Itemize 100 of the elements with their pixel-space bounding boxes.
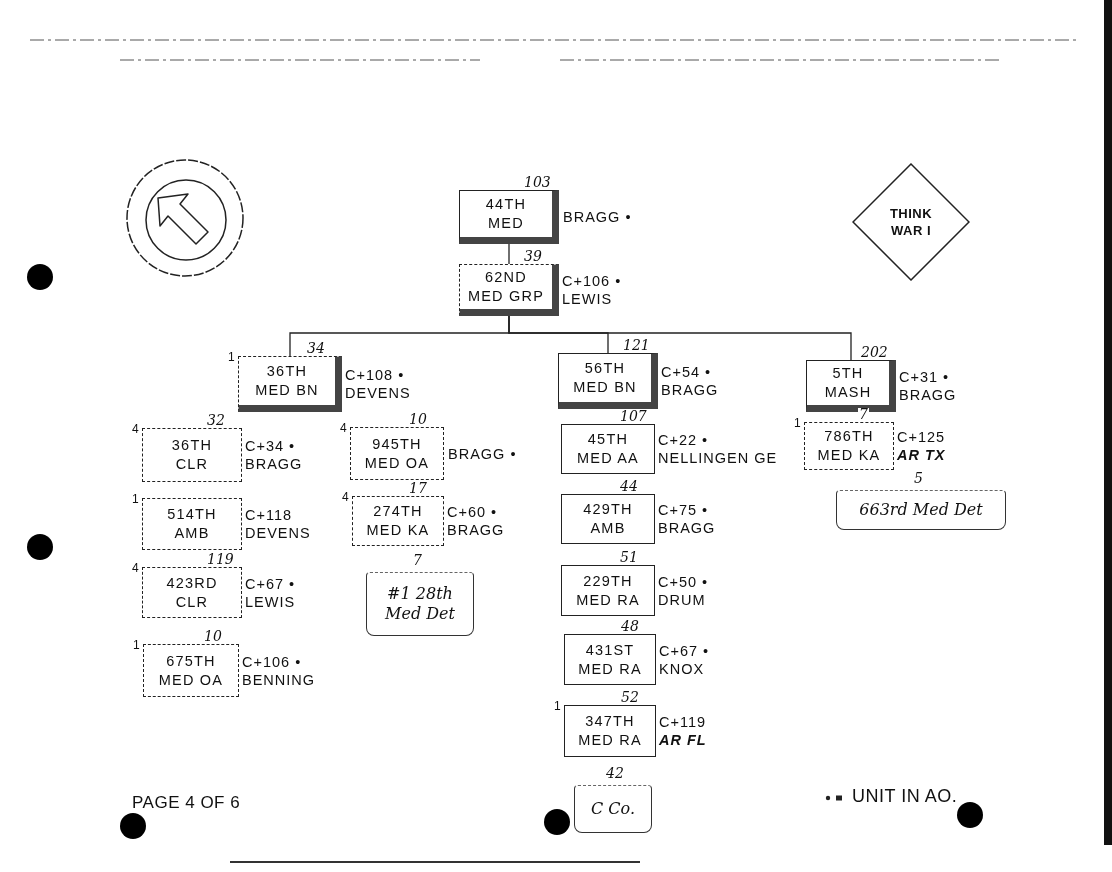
unit-box [352, 496, 444, 546]
unit-box [142, 428, 242, 482]
handwritten-number: 103 [523, 176, 552, 189]
prefix-number: 4 [342, 489, 349, 506]
unit-name: 429TH AMB [582, 500, 634, 538]
unit-name: 45TH MED AA [576, 430, 640, 468]
unit-location: LEWIS [245, 592, 296, 611]
unit-location: C+108 • [345, 366, 405, 384]
unit-location: AR TX [897, 446, 946, 464]
unit-name: THINK WAR I [888, 205, 934, 239]
handwritten-number: 42 [605, 767, 625, 780]
unit-location: C+22 • [658, 431, 709, 449]
unit-location: LEWIS [562, 290, 613, 308]
handwritten-number: 39 [523, 250, 543, 263]
handwritten-note-box [366, 572, 474, 636]
unit-location: DRUM [658, 590, 706, 609]
unit-location: C+125 [897, 428, 946, 446]
unit-name: 36TH CLR [170, 436, 214, 474]
unit-location: BRAGG [245, 455, 303, 473]
prefix-number: 4 [132, 421, 139, 438]
unit-box [238, 356, 342, 412]
unit-name: 514TH AMB [166, 505, 218, 543]
prefix-number: 4 [340, 420, 347, 437]
unit-location: C+118 [245, 506, 293, 524]
decision-diamond [852, 163, 970, 281]
unit-box [142, 498, 242, 550]
unit-location: BRAGG [661, 381, 719, 399]
unit-location: BRAGG • [448, 444, 517, 463]
unit-box [564, 705, 656, 757]
handwritten-number: 202 [860, 346, 889, 359]
unit-location: C+75 • [658, 501, 709, 519]
unit-box [459, 264, 559, 316]
unit-location: C+34 • [245, 437, 296, 455]
prefix-number: 1 [133, 637, 140, 654]
unit-box [561, 494, 655, 544]
unit-name: 36TH MED BN [254, 362, 320, 400]
handwritten-number: 119 [206, 553, 235, 566]
unit-location: C+106 • [242, 652, 302, 671]
unit-box [561, 424, 655, 474]
unit-box [558, 353, 658, 409]
prefix-number: 1 [228, 349, 235, 366]
unit-box [142, 567, 242, 618]
handwritten-number: 51 [619, 551, 639, 564]
unit-location: DEVENS [245, 524, 311, 542]
unit-location: NELLINGEN GE [658, 449, 778, 467]
handwritten-number: 10 [408, 413, 428, 426]
prefix-number: 1 [794, 415, 801, 432]
connector-line [508, 315, 852, 361]
unit-name: 62ND MED GRP [467, 268, 545, 306]
unit-box [564, 634, 656, 685]
unit-location: C+60 • [447, 503, 498, 521]
unit-name: 423RD CLR [165, 573, 219, 612]
prefix-number: 1 [132, 491, 139, 508]
unit-location: C+67 • [659, 641, 710, 660]
handwritten-number: 17 [408, 482, 428, 495]
handwritten-note-box [836, 490, 1006, 530]
unit-name: 274TH MED KA [365, 502, 431, 540]
handwritten-number: 34 [306, 342, 326, 355]
handwritten-number: 32 [206, 414, 226, 427]
unit-box [804, 422, 894, 470]
unit-location: BENNING [242, 670, 316, 689]
handwritten-number: 7 [858, 408, 869, 421]
unit-location: C+67 • [245, 574, 296, 593]
unit-location: BRAGG • [563, 208, 632, 226]
unit-name: 44TH MED [484, 195, 528, 233]
unit-box [561, 565, 655, 616]
unit-location: BRAGG [447, 521, 505, 539]
unit-location: C+50 • [658, 572, 709, 591]
prefix-number: 4 [132, 560, 139, 577]
handwritten-note: #1 28th Med Det [384, 584, 456, 624]
handwritten-number: 44 [619, 480, 639, 493]
handwritten-number: 48 [620, 620, 640, 633]
unit-location: C+106 • [562, 272, 622, 290]
unit-box [143, 644, 239, 697]
unit-location: KNOX [659, 659, 705, 678]
unit-box [350, 427, 444, 480]
handwritten-number: 5 [913, 472, 924, 485]
unit-box [459, 190, 559, 244]
unit-name: 786TH MED KA [816, 427, 882, 465]
connector-line [508, 243, 510, 265]
unit-location: DEVENS [345, 384, 411, 402]
unit-location: AR FL [659, 731, 707, 749]
unit-location: C+31 • [899, 368, 950, 386]
handwritten-number: 10 [203, 630, 223, 643]
unit-name: 347TH MED RA [577, 712, 643, 750]
handwritten-number: 107 [619, 410, 648, 423]
unit-location: BRAGG [899, 386, 957, 404]
unit-name: 56TH MED BN [572, 359, 638, 397]
handwritten-note: 663rd Med Det [858, 500, 984, 520]
unit-name: 5TH MASH [823, 364, 873, 402]
unit-name: 675TH MED OA [157, 651, 225, 690]
handwritten-note: C Co. [590, 799, 636, 819]
legend-text: UNIT IN AO. [852, 786, 958, 807]
handwritten-note-box [574, 785, 652, 833]
page-number: PAGE 4 OF 6 [132, 793, 241, 813]
prefix-number: 1 [554, 698, 561, 715]
unit-name: 431ST MED RA [577, 640, 643, 679]
handwritten-number: 52 [620, 691, 640, 704]
unit-name: 945TH MED OA [363, 434, 431, 473]
unit-name: 229TH MED RA [575, 571, 641, 610]
